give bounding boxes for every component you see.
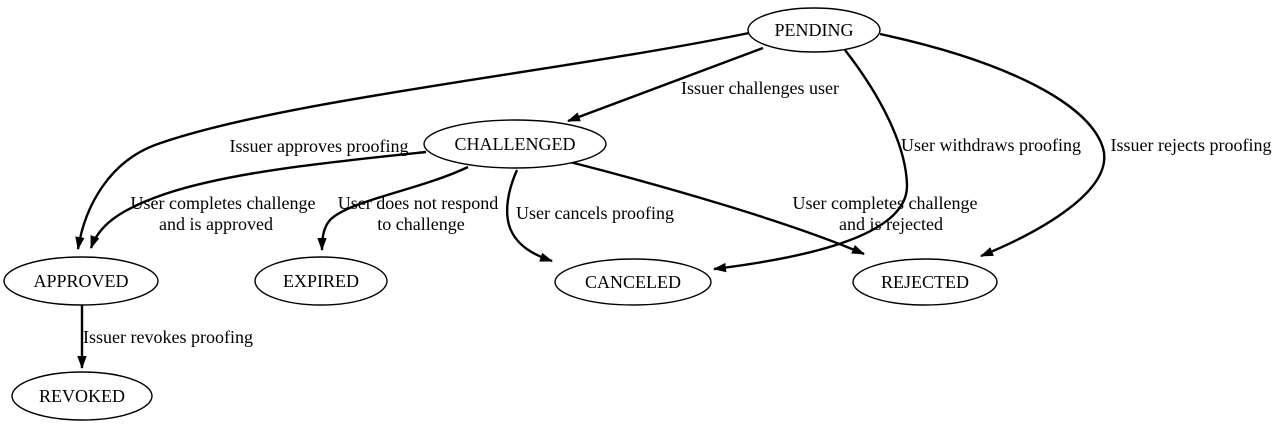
- edge-challenged-canceled-line: [506, 169, 553, 263]
- edge-challenged-expired-line: [317, 165, 469, 251]
- edge-challenged-approved: User completes challenge and is approved: [89, 150, 427, 249]
- edge-label-issuer-approves-proofing: Issuer approves proofing: [230, 136, 409, 156]
- state-node-expired-label: EXPIRED: [283, 271, 359, 291]
- edge-pending-approved-line: [75, 31, 750, 250]
- state-node-pending: PENDING: [747, 7, 881, 53]
- state-node-challenged-label: CHALLENGED: [455, 134, 576, 154]
- edge-label-issuer-challenges-user: Issuer challenges user: [681, 78, 839, 98]
- edge-pending-rejected-line: [879, 32, 1106, 258]
- state-node-expired-shape: [254, 256, 388, 306]
- edge-pending-approved: Issuer approves proofing: [75, 31, 750, 250]
- state-node-challenged-shape: [423, 119, 607, 169]
- edge-label-user-withdraws-proofing: User withdraws proofing: [901, 135, 1081, 155]
- state-node-rejected: REJECTED: [852, 258, 998, 306]
- state-node-pending-shape: [747, 7, 881, 53]
- state-node-challenged: CHALLENGED: [423, 119, 607, 169]
- edge-pending-canceled-line: [713, 49, 909, 273]
- edge-challenged-rejected-line: [569, 160, 865, 256]
- state-node-canceled-label: CANCELED: [585, 272, 681, 292]
- state-node-pending-label: PENDING: [775, 20, 854, 40]
- edge-challenged-expired: User does not respond to challenge: [317, 165, 498, 251]
- state-node-approved-shape: [3, 256, 159, 306]
- edge-label-issuer-revokes-proofing: Issuer revokes proofing: [83, 327, 253, 347]
- edge-label-user-completes-challenge-rejected-line1: User completes challenge: [793, 193, 978, 213]
- edge-pending-canceled: User withdraws proofing: [713, 49, 1081, 273]
- edge-pending-challenged: Issuer challenges user: [567, 46, 839, 123]
- edge-label-user-completes-challenge-approved-line1: User completes challenge: [131, 193, 316, 213]
- edge-label-user-cancels-proofing: User cancels proofing: [516, 203, 674, 223]
- edge-label-user-completes-challenge-approved-line2: and is approved: [159, 214, 273, 234]
- state-node-revoked-label: REVOKED: [39, 386, 125, 406]
- state-node-approved: APPROVED: [3, 256, 159, 306]
- state-node-revoked: REVOKED: [11, 371, 153, 421]
- state-node-rejected-shape: [852, 258, 998, 306]
- edge-label-user-does-not-respond-line2: to challenge: [377, 214, 464, 234]
- edge-challenged-canceled: User cancels proofing: [506, 169, 674, 263]
- state-node-canceled: CANCELED: [554, 258, 712, 306]
- edge-label-issuer-rejects-proofing: Issuer rejects proofing: [1111, 135, 1272, 155]
- edge-challenged-approved-line: [89, 150, 427, 249]
- state-node-canceled-shape: [554, 258, 712, 306]
- state-node-revoked-shape: [11, 371, 153, 421]
- edge-pending-challenged-line: [567, 46, 764, 123]
- state-node-approved-label: APPROVED: [33, 271, 128, 291]
- edge-challenged-rejected: User completes challenge and is rejected: [569, 160, 978, 256]
- edge-label-user-does-not-respond-line1: User does not respond: [338, 193, 498, 213]
- edge-approved-revoked: Issuer revokes proofing: [77, 305, 253, 369]
- edge-label-user-completes-challenge-rejected-line2: and is rejected: [839, 214, 943, 234]
- state-node-expired: EXPIRED: [254, 256, 388, 306]
- edge-pending-rejected: Issuer rejects proofing: [879, 32, 1272, 258]
- state-node-rejected-label: REJECTED: [881, 272, 969, 292]
